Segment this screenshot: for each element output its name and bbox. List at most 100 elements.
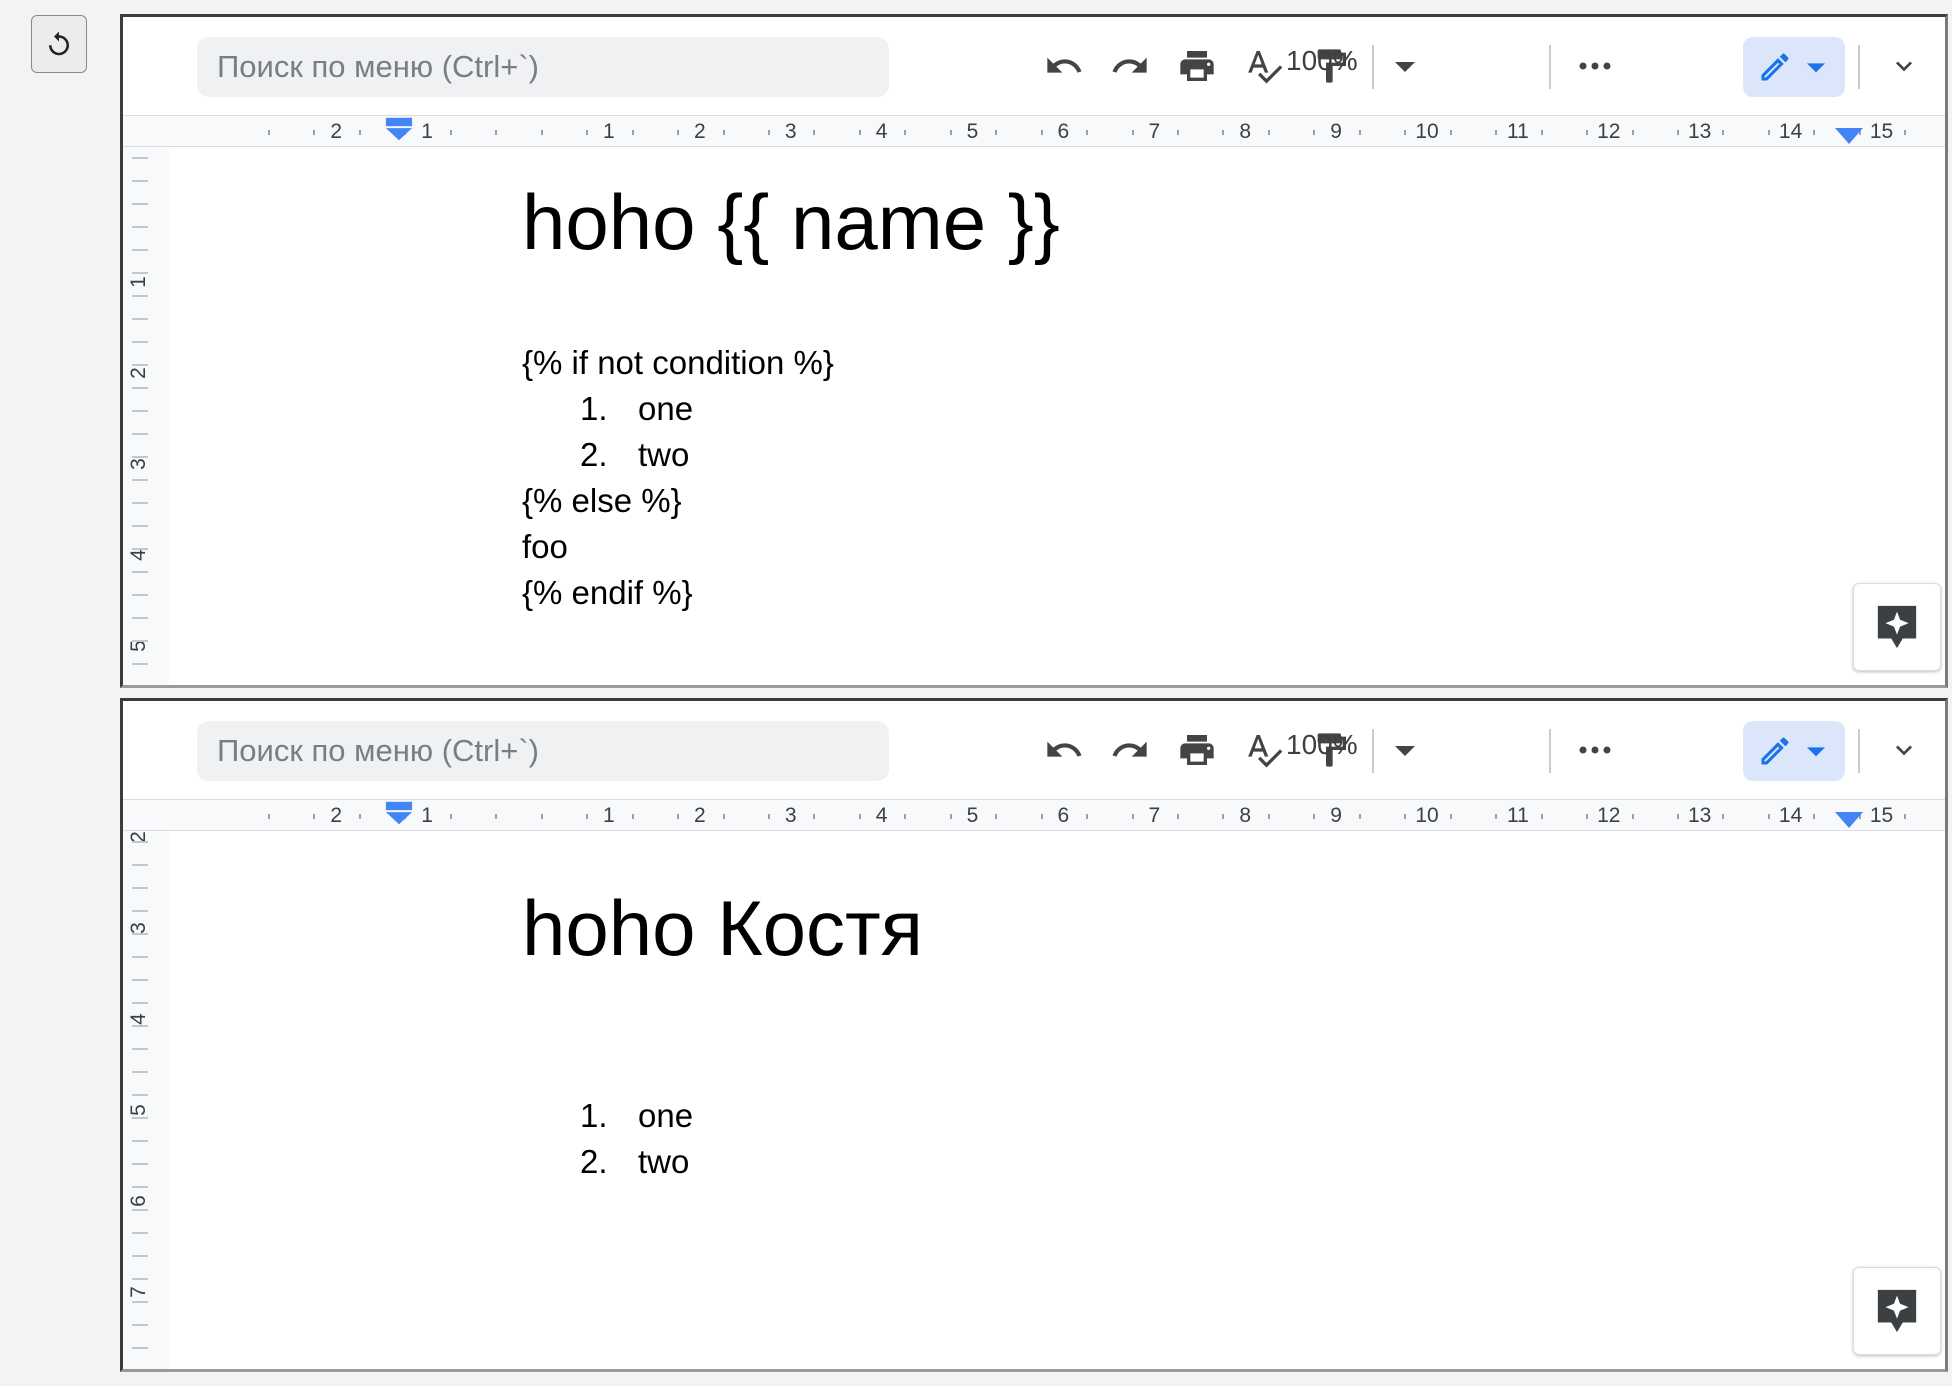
horizontal-ruler: 211234567891011121314151617 [123, 115, 1945, 147]
ruler-tick [132, 433, 148, 435]
ruler-tick [1267, 814, 1270, 819]
ruler-tick [132, 295, 148, 297]
spellcheck-icon [1248, 51, 1283, 84]
list-item: 1.one [522, 386, 834, 432]
ruler-tick [1358, 130, 1361, 135]
caret-down-icon [1807, 747, 1825, 757]
right-indent-marker[interactable] [1835, 812, 1863, 828]
menu-search-placeholder: Поиск по меню (Ctrl+`) [217, 49, 539, 84]
paint-format-button[interactable] [1308, 43, 1354, 89]
ruler-label: 10 [1415, 120, 1439, 143]
toolbar-separator [1372, 45, 1374, 89]
ruler-tick [132, 1278, 148, 1280]
spellcheck-button[interactable] [1241, 43, 1287, 89]
ruler-label: 2 [330, 120, 343, 143]
ruler-tick [132, 1025, 148, 1027]
ruler-tick [1586, 130, 1589, 135]
document-page[interactable]: hoho {{ name }} {% if not condition %} 1… [169, 147, 1945, 685]
paint-format-button[interactable] [1308, 727, 1354, 773]
menu-search-input[interactable]: Поиск по меню (Ctrl+`) [197, 721, 889, 781]
ruler-tick [132, 1002, 148, 1004]
undo-button[interactable] [1041, 43, 1087, 89]
redo-button[interactable] [1107, 43, 1153, 89]
more-button[interactable] [1572, 43, 1618, 89]
list-number: 1. [580, 390, 608, 427]
ruler-tick [495, 130, 498, 135]
ruler-label: 15 [1869, 804, 1894, 827]
zoom-dropdown-button[interactable] [1385, 727, 1425, 773]
ruler-tick [1040, 814, 1043, 819]
editing-mode-button[interactable] [1743, 37, 1845, 97]
ruler-tick [132, 571, 148, 573]
ruler-tick [1767, 130, 1770, 135]
left-indent-marker[interactable] [385, 800, 413, 826]
ruler-label: 4 [875, 120, 888, 143]
ruler-tick [1676, 814, 1679, 819]
ruler-tick [1222, 130, 1225, 135]
right-indent-marker[interactable] [1835, 128, 1863, 144]
ruler-label: 2 [693, 120, 706, 143]
refresh-button[interactable] [31, 15, 87, 73]
ruler-label: 7 [1148, 120, 1161, 143]
menu-search-input[interactable]: Поиск по меню (Ctrl+`) [197, 37, 889, 97]
ruler-label: 7 [1148, 804, 1161, 827]
ruler-tick [132, 1232, 148, 1234]
spellcheck-button[interactable] [1241, 727, 1287, 773]
zoom-dropdown-button[interactable] [1385, 43, 1425, 89]
ruler-tick [132, 1370, 148, 1372]
ruler-label: 5 [966, 120, 979, 143]
editor-frame-template: Поиск по меню (Ctrl+`) 100% [120, 14, 1948, 688]
ruler-tick [132, 841, 148, 843]
ruler-tick [268, 814, 271, 819]
left-indent-marker[interactable] [385, 116, 413, 142]
hide-menus-button[interactable] [1881, 727, 1927, 773]
ruler-tick [1131, 130, 1134, 135]
ruler-label: 10 [1415, 804, 1439, 827]
ruler-tick [722, 814, 725, 819]
hide-menus-button[interactable] [1881, 43, 1927, 89]
gemini-button[interactable] [1853, 583, 1941, 671]
document-page[interactable]: hoho Костя 1.one 2.two [169, 831, 1945, 1369]
ruler-label: 6 [1057, 120, 1070, 143]
undo-icon [1047, 741, 1082, 757]
toolbar-separator [1549, 729, 1551, 773]
ruler-tick [132, 1186, 148, 1188]
ruler-label: 4 [126, 549, 150, 561]
ruler-tick [268, 130, 271, 135]
ruler-tick [132, 387, 148, 389]
ruler-tick [132, 594, 148, 596]
doc-line-foo: foo [522, 528, 568, 565]
print-button[interactable] [1174, 727, 1220, 773]
ruler-tick [132, 956, 148, 958]
undo-button[interactable] [1041, 727, 1087, 773]
zoom-select[interactable]: 100% [1286, 729, 1358, 761]
ruler-tick [949, 814, 952, 819]
ruler-label: 11 [1506, 120, 1529, 143]
toolbar-separator [1549, 45, 1551, 89]
chevron-down-icon [1896, 61, 1912, 72]
zoom-select[interactable]: 100% [1286, 45, 1358, 77]
ruler-tick [767, 130, 770, 135]
ruler-label: 1 [421, 804, 433, 827]
editing-mode-button[interactable] [1743, 721, 1845, 781]
redo-button[interactable] [1107, 727, 1153, 773]
ruler-tick [132, 910, 148, 912]
more-button[interactable] [1572, 727, 1618, 773]
ruler-tick [132, 249, 148, 251]
print-button[interactable] [1174, 43, 1220, 89]
ruler-tick [949, 130, 952, 135]
horizontal-ruler: 211234567891011121314151617 [123, 799, 1945, 831]
ruler-tick [1086, 130, 1089, 135]
ruler-tick [132, 180, 148, 182]
list-number: 2. [580, 1143, 608, 1180]
paint-format-icon [1317, 49, 1346, 83]
gemini-button[interactable] [1853, 1267, 1941, 1355]
ruler-tick [1722, 814, 1725, 819]
ruler-tick [132, 933, 148, 935]
ruler-tick [132, 864, 148, 866]
zoom-value: 100% [1286, 45, 1358, 76]
ruler-tick [132, 1071, 148, 1073]
ruler-tick [1586, 814, 1589, 819]
ruler-label: 3 [126, 458, 150, 470]
